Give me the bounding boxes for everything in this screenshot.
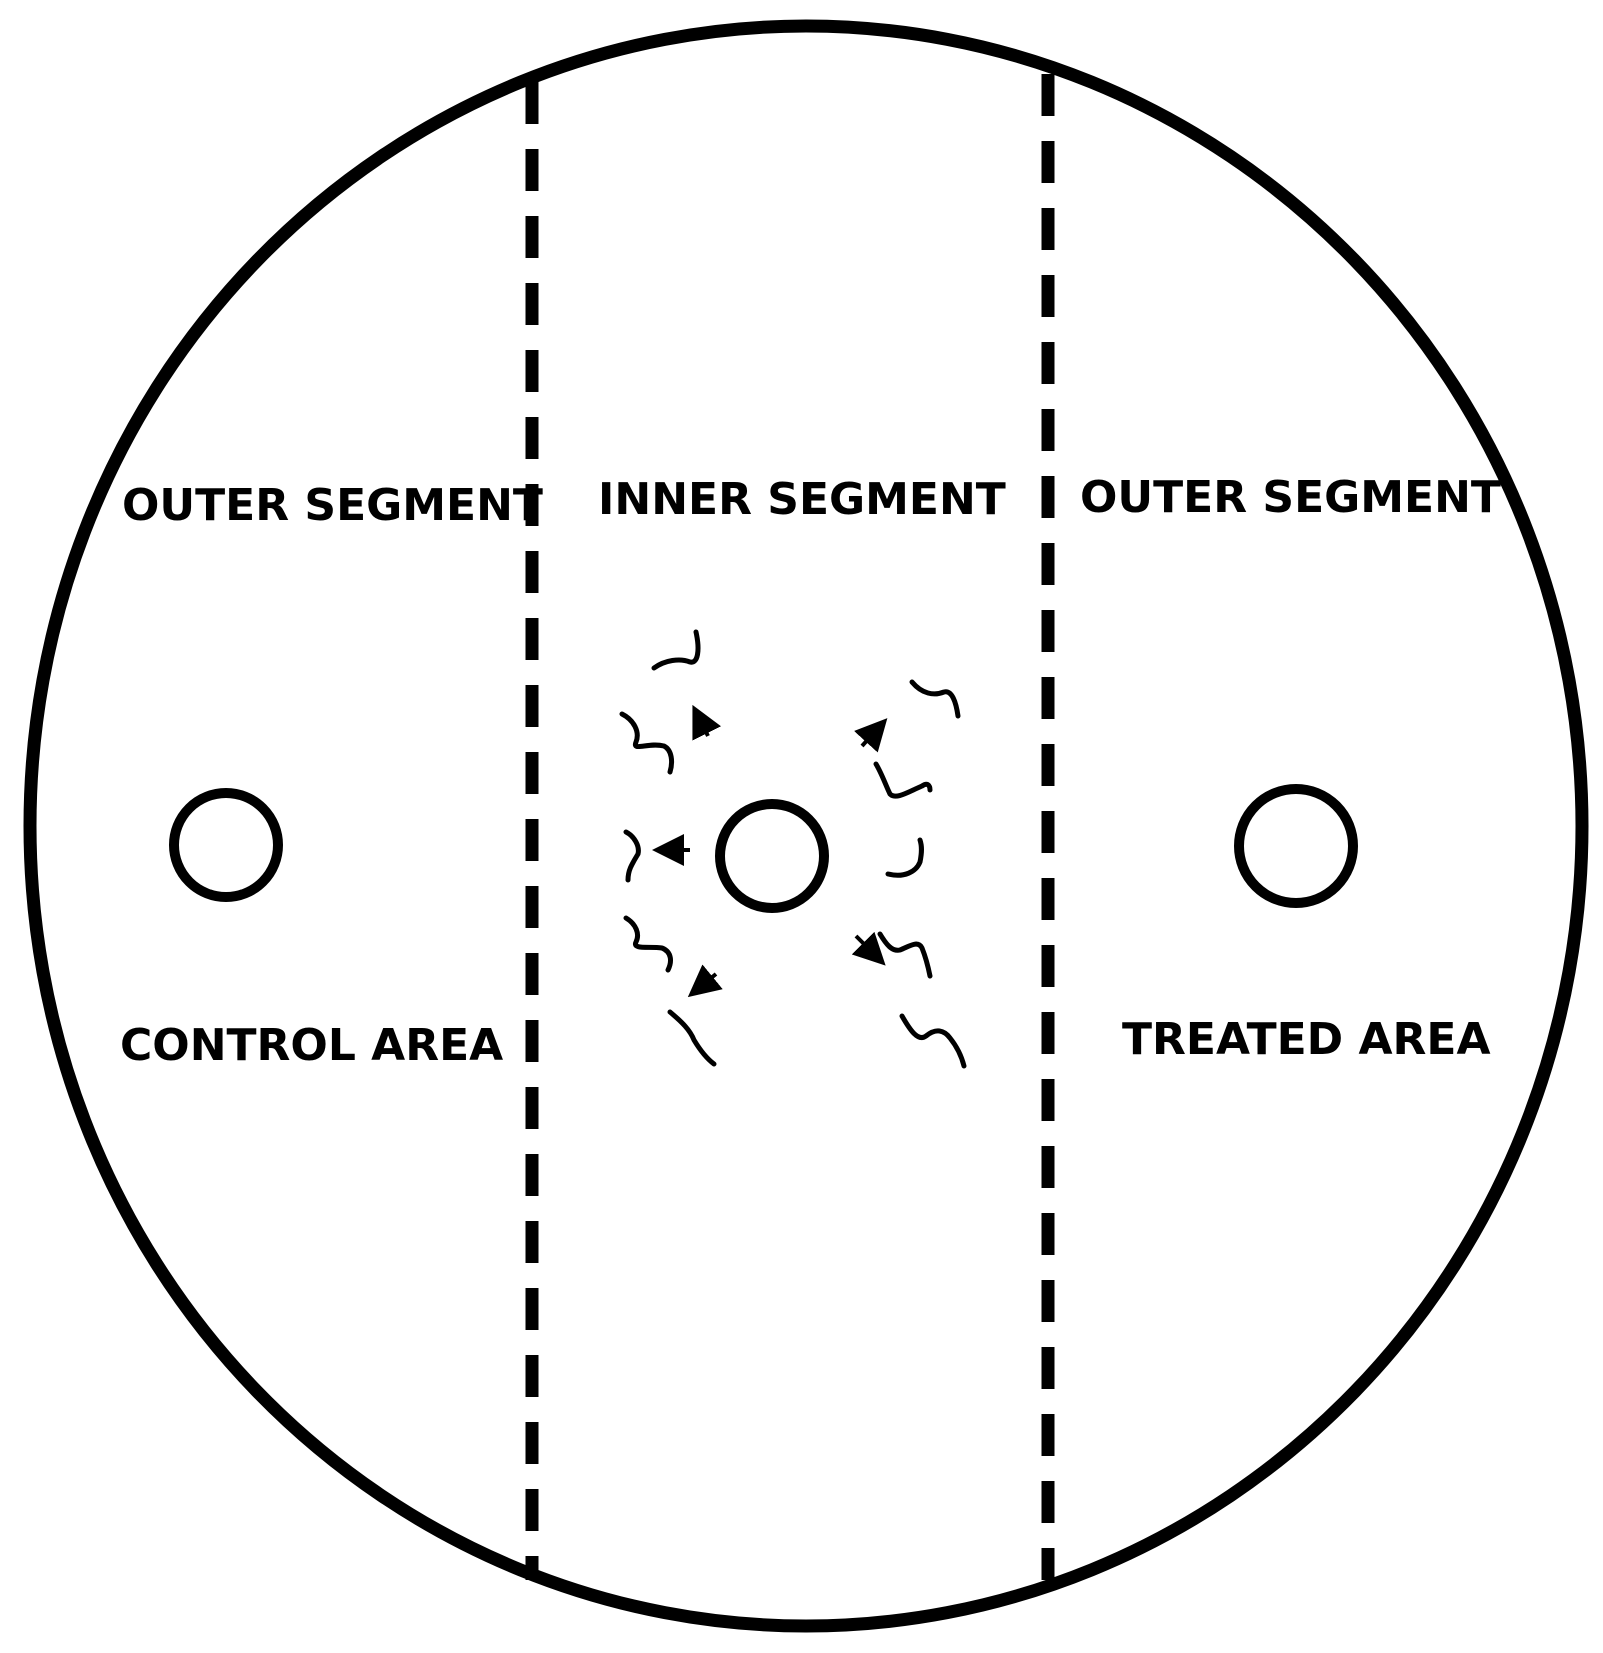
- control-area-label: CONTROL AREA: [120, 1020, 504, 1071]
- organism: [623, 829, 641, 883]
- control-well: [169, 788, 283, 902]
- treated-well: [1234, 784, 1358, 908]
- organism: [651, 629, 701, 671]
- inner-segment-label: INNER SEGMENT: [598, 474, 1006, 525]
- arrow-icon: [851, 931, 886, 966]
- organism: [623, 915, 673, 973]
- arrow-icon: [687, 964, 723, 998]
- organisms: [619, 629, 967, 1069]
- movement-arrows: [652, 704, 888, 998]
- organism: [619, 711, 675, 775]
- organism: [909, 679, 961, 719]
- outer-segment-right-label: OUTER SEGMENT: [1080, 472, 1501, 523]
- petri-dish-outline: [23, 19, 1589, 1633]
- organism: [667, 1009, 717, 1067]
- organism: [899, 1013, 967, 1069]
- arrow-icon: [854, 718, 888, 753]
- organism: [885, 837, 924, 878]
- arrow-icon: [692, 704, 722, 741]
- center-well: [715, 799, 829, 913]
- organism: [873, 761, 933, 799]
- outer-segment-left-label: OUTER SEGMENT: [122, 480, 543, 531]
- organism: [877, 931, 933, 979]
- treated-area-label: TREATED AREA: [1122, 1014, 1491, 1065]
